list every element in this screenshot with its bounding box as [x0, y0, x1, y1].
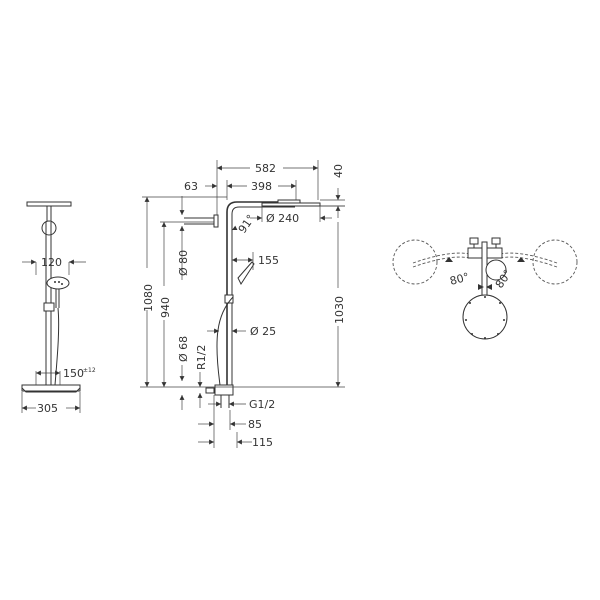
side-view: 582 63 398 40 Ø 240 91° 1080 940: [140, 160, 346, 449]
dim-wall-flange-diameter: Ø 80: [177, 250, 190, 276]
dim-hand-shower-length: 155: [258, 254, 279, 267]
dim-rail-diameter: Ø 25: [250, 325, 276, 338]
dim-outlet-flange-diameter: Ø 68: [177, 336, 190, 362]
dim-inlet-thread: G1/2: [249, 398, 275, 411]
dim-wall-distance-max: 115: [252, 436, 273, 449]
dim-wall-distance-min: 85: [248, 418, 262, 431]
wall-flange: [213, 214, 219, 228]
thermostat-body: [214, 384, 234, 396]
dim-head-thickness: 40: [332, 164, 345, 178]
dim-hand-shower-width: 120: [41, 256, 62, 269]
top-view: 80° 80°: [392, 237, 578, 340]
dim-head-offset: 63: [184, 180, 198, 193]
dim-swivel-angle-left: 80°: [448, 270, 470, 288]
dim-rail-height: 940: [159, 297, 172, 318]
dim-head-height: 1030: [333, 296, 346, 324]
hand-shower-head: [46, 276, 70, 290]
dim-arm-length: 398: [251, 180, 272, 193]
front-view: 120 150 ±12 305: [21, 201, 96, 415]
dim-head-diameter: Ø 240: [266, 212, 299, 225]
dim-arm-angle: 91°: [236, 212, 258, 235]
overhead-shower-head: [261, 202, 321, 207]
hand-shower: [237, 261, 255, 286]
swivel-left-circle: [392, 239, 438, 285]
dim-inlet-spacing-tolerance: ±12: [83, 367, 96, 374]
wall-bracket-ring: [41, 220, 57, 236]
dim-inlet-spacing: 150: [63, 367, 84, 380]
dim-total-height: 1080: [142, 284, 155, 312]
dim-outlet-thread: R1/2: [195, 345, 208, 370]
overhead-shower-top: [462, 294, 508, 340]
swivel-right-circle: [532, 239, 578, 285]
dim-thermostat-width: 305: [37, 402, 58, 415]
overhead-shower-plate: [26, 201, 72, 207]
thermostat-bar: [21, 384, 81, 392]
dim-overall-projection: 582: [255, 162, 276, 175]
